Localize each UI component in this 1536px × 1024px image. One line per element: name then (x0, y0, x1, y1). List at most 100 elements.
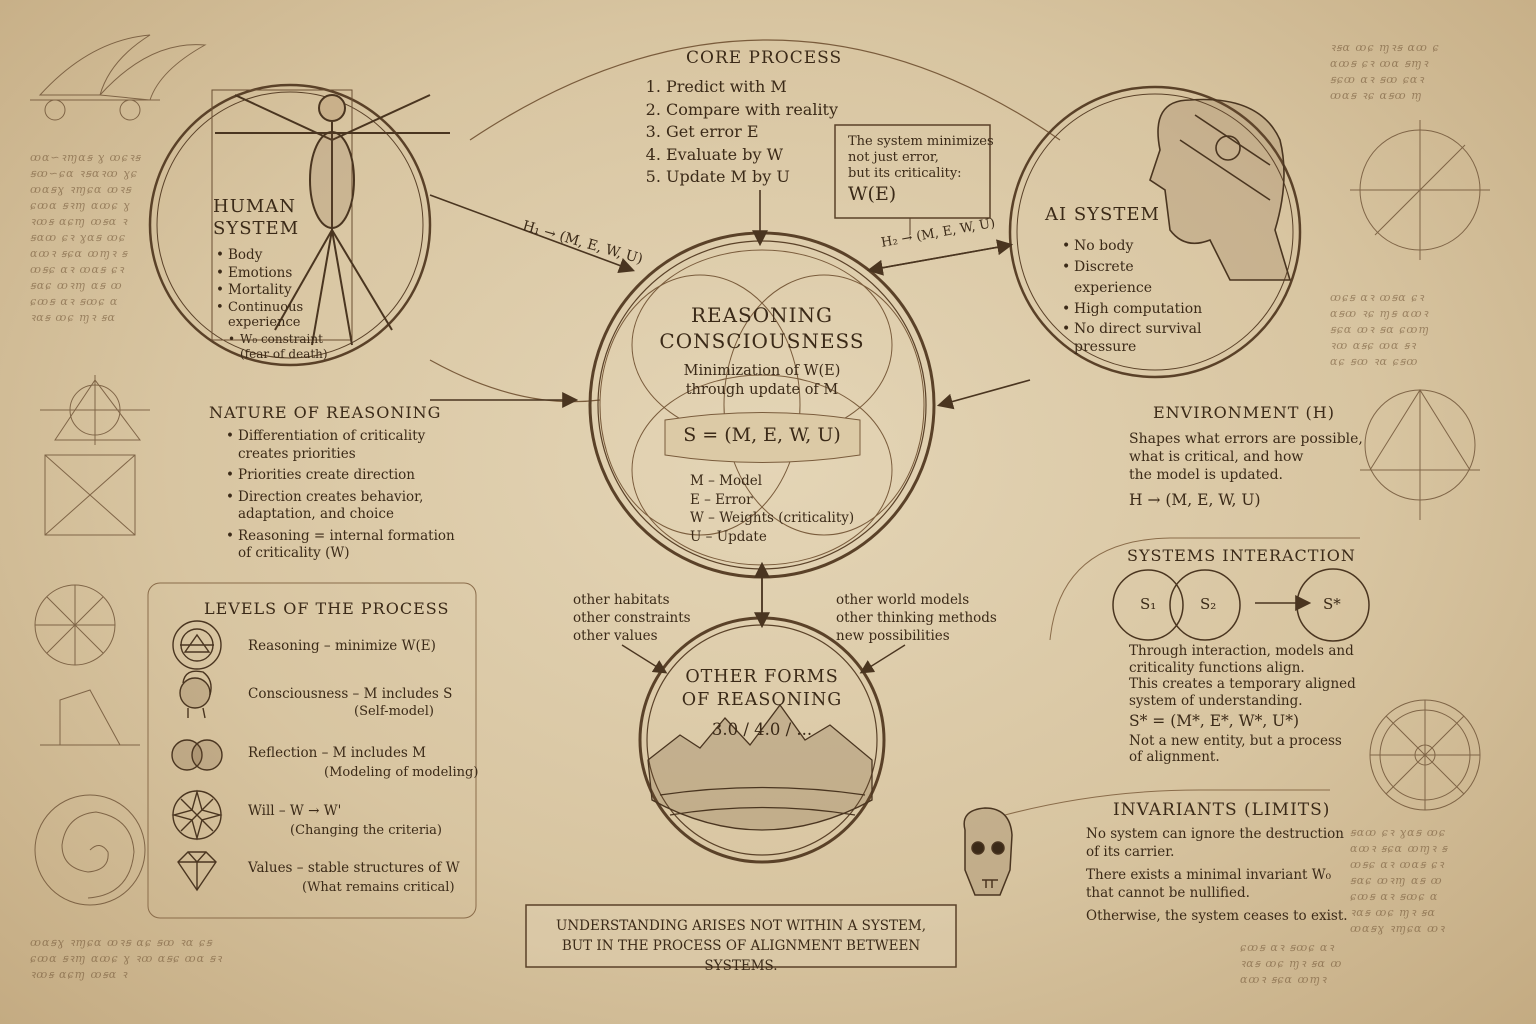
left-script-scribbles: ꝏɑ∽ꝛɱɑꞩ ɣ ꝏɕꝛꞩ ꞩꝏ∽ɕɑ ꝛꞩɑꝛꝏ ɣɕ ꝏɑꞩɣ ꝛɱɕɑ … (30, 151, 142, 324)
banner-box (525, 904, 957, 968)
level-item: Values – stable structures of W (What re… (248, 858, 460, 898)
legend-item: E – Error (690, 491, 753, 508)
human-item: Continuous experience (216, 300, 343, 330)
systems-interaction-title: SYSTEMS INTERACTION (1127, 546, 1356, 565)
legend-item: U – Update (690, 528, 767, 545)
ai-head-icon (1149, 98, 1292, 281)
systems-line: Not a new entity, but a process (1129, 732, 1342, 749)
nature-item: Reasoning = internal formation of critic… (226, 528, 458, 563)
nature-item: Differentiation of criticality creates p… (226, 428, 458, 463)
bottom-left-arc (429, 359, 601, 403)
criticality-note-line: The system minimizes (848, 134, 994, 149)
s1-label: S₁ (1140, 595, 1157, 613)
invariants-line: of its carrier. (1086, 843, 1175, 860)
systems-line: system of understanding. (1129, 692, 1303, 709)
environment-formula: H → (M, E, W, U) (1129, 491, 1261, 509)
human-item: Emotions (216, 265, 343, 283)
s-star-circle (1296, 568, 1370, 642)
environment-line: what is critical, and how (1129, 449, 1304, 465)
systems-line: of alignment. (1129, 749, 1220, 765)
level-label: Reasoning – minimize W(E) (248, 638, 436, 654)
head-profile-icon (179, 670, 212, 719)
geometry-sketch-icon (34, 375, 150, 746)
environment-text: Shapes what errors are possible, what is… (1129, 430, 1363, 509)
wheel-sketch-icon (1369, 699, 1481, 811)
systems-line: Through interaction, models and (1129, 643, 1354, 659)
legend-item: W – Weights (criticality) (690, 510, 855, 526)
invariants-line: that cannot be nullified. (1086, 884, 1250, 901)
invariants-arc (1004, 789, 1330, 816)
other-left-label: other values (573, 628, 658, 644)
human-item: Body (216, 247, 343, 265)
center-title: REASONING CONSCIOUSNESS (612, 302, 912, 354)
level-item: Will – W → W' (Changing the criteria) (248, 801, 442, 841)
ai-system-list: No body Discrete experience High computa… (1060, 236, 1214, 356)
invariants-line: There exists a minimal invariant W₀ (1086, 867, 1332, 883)
human-item: W₀ constraint (fear of death) (228, 332, 343, 362)
nature-item: Direction creates behavior, adaptation, … (226, 489, 458, 524)
right-middle-script-scribbles: ꝏɕꞩ ɑꝛ ꝏꞩɑ ɕꝛ ɑꞩꝏ ꝛɕ ɱꞩ ɑꝏꝛ ꞩɕɑ ꝏꝛ ꞩɑ ɕꝏ… (1330, 291, 1430, 368)
level-item: Reasoning – minimize W(E) (248, 638, 436, 654)
systems-arc (1049, 537, 1360, 641)
human-system-list: Body Emotions Mortality Continuous exper… (214, 247, 343, 362)
banner-text: UNDERSTANDING ARISES NOT WITHIN A SYSTEM… (526, 916, 956, 976)
right-script-scribbles: ꝛꞩɑ ꝏɕ ɱꝛꞩ ɑꝏ ɕ ɑꝏꞩ ɕꝛ ꝏɑ ꞩɱꝛ ꞩɕꝏ ɑꝛ ꞩꝏ … (1330, 41, 1440, 102)
center-formula: S = (M, E, W, U) (683, 424, 841, 446)
criticality-note: The system minimizes not just error, but… (848, 134, 994, 205)
center-title-line: CONSCIOUSNESS (659, 329, 865, 353)
core-step: Evaluate by W (666, 144, 838, 167)
circle-geometry-sketch-icon (1350, 120, 1490, 520)
criticality-formula: W(E) (848, 183, 897, 205)
s2-circle (1169, 569, 1241, 641)
other-forms-version: 3.0 / 4.0 / ... (711, 720, 813, 739)
nature-list: Differentiation of criticality creates p… (224, 428, 458, 563)
systems-interaction-text: Through interaction, models and critical… (1129, 643, 1356, 766)
core-process-steps: Predict with M Compare with reality Get … (640, 76, 838, 189)
center-circle (588, 231, 936, 579)
other-forms-title-line: OF REASONING (681, 690, 843, 710)
left-habitat-arrow (621, 644, 668, 674)
level-label: Reflection – M includes M (248, 745, 426, 761)
other-left-labels: other habitats other constraints other v… (573, 591, 691, 645)
center-legend: M – Model E – Error W – Weights (critica… (690, 472, 854, 546)
ai-circle (1008, 85, 1302, 379)
level-label: Values – stable structures of W (248, 860, 460, 876)
environment-line: Shapes what errors are possible, (1129, 431, 1363, 447)
nature-item: Priorities create direction (226, 467, 458, 485)
core-process-title: CORE PROCESS (686, 48, 843, 68)
level-sub: (Self-model) (354, 704, 434, 719)
s2-label: S₂ (1200, 595, 1217, 613)
human-system-title: HUMAN SYSTEM (213, 196, 299, 240)
core-step: Compare with reality (666, 99, 838, 122)
mountain-landscape-icon (647, 703, 873, 831)
other-left-label: other habitats (573, 592, 670, 608)
level-label: Consciousness – M includes S (248, 686, 453, 702)
other-right-label: new possibilities (836, 628, 950, 644)
skull-icon (963, 807, 1013, 896)
core-step: Predict with M (666, 76, 838, 99)
banner-line: BUT IN THE PROCESS OF ALIGNMENT BETWEEN … (561, 938, 921, 974)
center-title-line: REASONING (690, 303, 834, 327)
s1-circle (1112, 569, 1184, 641)
diamond-icon (177, 851, 217, 892)
other-forms-title-line: OTHER FORMS (685, 667, 839, 687)
level-sub: (What remains critical) (302, 880, 455, 895)
level-label: Will – W → W' (248, 803, 342, 819)
human-system-title-line: SYSTEM (213, 218, 300, 239)
criticality-note-line: but its criticality: (848, 166, 962, 181)
environment-line: the model is updated. (1129, 467, 1283, 483)
systems-line: criticality functions align. (1129, 659, 1305, 676)
invariants-text: No system can ignore the destruction of … (1086, 826, 1348, 926)
banner-line: UNDERSTANDING ARISES NOT WITHIN A SYSTEM… (555, 918, 927, 934)
s-star-label: S* (1323, 595, 1341, 613)
ai-item: No body (1062, 236, 1214, 257)
environment-arrow (936, 379, 1031, 410)
compass-circle-icon (172, 620, 222, 670)
ai-item: Discrete experience (1062, 257, 1214, 299)
levels-panel (147, 582, 477, 919)
invariants-title: INVARIANTS (LIMITS) (1113, 800, 1331, 820)
other-left-label: other constraints (573, 610, 691, 626)
core-step: Update M by U (666, 166, 838, 189)
star-circle-icon (171, 789, 223, 841)
